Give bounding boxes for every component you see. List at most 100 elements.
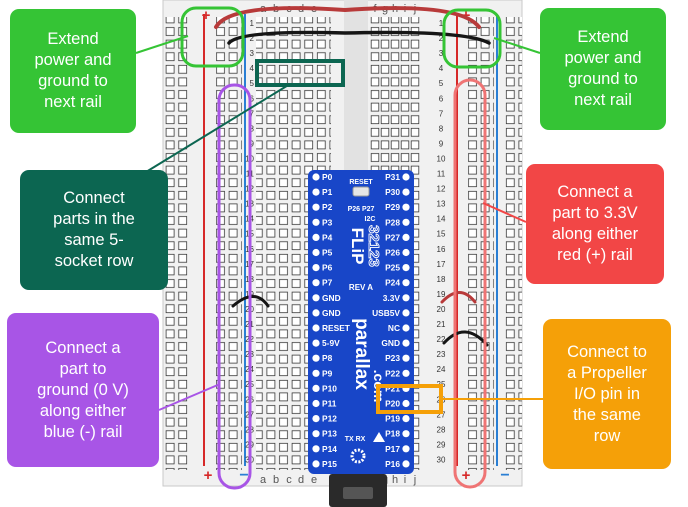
row-number-right: 17 (437, 260, 446, 269)
chip-pin-label: P8 (322, 353, 333, 363)
chip-pin-dot (402, 309, 410, 317)
chip-pin-label: P30 (385, 187, 400, 197)
chip-pin-label: 5-9V (322, 338, 340, 348)
black-jumper-wire-right (442, 330, 489, 347)
parallax-brand: parallax (351, 318, 372, 390)
plus-sign-bottom-right: + (462, 467, 471, 484)
extend-power-callout-left: Extend power and ground to next rail (10, 9, 136, 133)
chip-pin-dot (402, 248, 410, 257)
chip-pin-dot (402, 294, 410, 302)
chip-pin-dot (312, 218, 320, 226)
chip-pin-label: NC (388, 323, 400, 333)
row-number-left: 2 (250, 34, 255, 43)
chip-pin-dot (312, 173, 320, 181)
chip-pin-dot (312, 279, 320, 287)
row-number-right: 10 (437, 154, 446, 163)
row-number-left: 7 (250, 109, 255, 118)
column-letter-e: e (311, 474, 317, 486)
row-number-right: 6 (439, 94, 444, 103)
chip-pin-label: P29 (385, 202, 400, 212)
chip-pin-label: GND (322, 308, 341, 318)
chip-pin-dot (402, 399, 410, 408)
chip-pin-label: RESET (322, 323, 351, 333)
chip-pin-label: P15 (322, 459, 337, 469)
column-letter-i: i (404, 474, 406, 486)
row-number-right: 22 (437, 335, 446, 344)
plus-sign-top-right: + (462, 7, 471, 24)
pointer-red-rail (482, 202, 527, 223)
row-number-right: 2 (439, 34, 444, 43)
extend-power-text-right: Extend power and ground to next rail (564, 28, 642, 109)
chip-pin-dot (312, 430, 320, 438)
chip-p26-p27-label: P26 P27 (348, 206, 375, 213)
chip-pin-dot (402, 233, 410, 241)
row-number-right: 8 (439, 124, 444, 133)
chip-pin-dot (312, 339, 320, 347)
black-jumper-wire-left (231, 295, 270, 308)
column-letter-b: b (273, 474, 279, 486)
chip-pin-dot (312, 460, 320, 468)
blue-rail-callout: Connect a part to ground (0 V) along eit… (7, 313, 159, 467)
column-letter-h: h (392, 474, 398, 486)
extend-power-text-left: Extend power and ground to next rail (34, 30, 112, 111)
chip-pin-dot (312, 233, 320, 241)
pointer-row (145, 83, 291, 173)
minus-sign-bottom-left: − (239, 467, 248, 484)
row-number-right: 29 (437, 440, 446, 449)
chip-pin-dot (402, 415, 410, 423)
chip-pin-label: GND (381, 338, 400, 348)
chip-pin-dot (402, 203, 410, 211)
chip-pin-dot (402, 460, 410, 468)
chip-pin-dot (402, 430, 410, 438)
chip-pin-label: 3.3V (383, 293, 401, 303)
right-rail-holes (468, 17, 494, 470)
row-number-right: 4 (439, 64, 444, 73)
row-number-right: 23 (437, 350, 446, 359)
plus-sign-bottom-left: + (204, 467, 213, 484)
row-number-right: 12 (437, 185, 446, 194)
warning-icon (373, 432, 385, 442)
reset-button (352, 186, 370, 197)
chip-pin-label: P21 (385, 383, 400, 393)
flip-module (308, 170, 414, 474)
blue-rail-text: Connect a part to ground (0 V) along eit… (37, 338, 129, 441)
chip-pin-dot (312, 324, 320, 332)
flip-logo: FLiP (348, 228, 367, 265)
chip-model-number: 32123 (365, 225, 382, 267)
chip-tx-rx-label: TX RX (345, 436, 366, 443)
row-number-right: 16 (437, 245, 446, 254)
chip-pin-label: P22 (385, 368, 400, 378)
row-highlight (255, 59, 345, 87)
red-rail-highlight (453, 78, 487, 489)
chip-pin-dot (402, 188, 410, 196)
column-letter-a: a (260, 474, 267, 486)
chip-pin-label: P19 (385, 414, 400, 424)
chip-pin-dot (312, 203, 320, 211)
chip-pin-label: P12 (322, 414, 337, 424)
red-rail-callout: Connect a part to 3.3V along either red … (526, 164, 664, 284)
column-letter-d: d (298, 474, 304, 486)
io-pin-callout: Connect to a Propeller I/O pin in the sa… (543, 319, 671, 469)
chip-pin-dot (402, 369, 410, 377)
chip-pin-dot (312, 294, 320, 302)
black-ground-jumper-wire (227, 30, 491, 45)
chip-pin-dot (402, 354, 410, 362)
chip-pins: P0P1P2P3P4P5P6P7GNDGNDRESET5-9VP8P9P10P1… (312, 172, 410, 469)
chip-pin-dot (402, 445, 410, 453)
chip-pin-label: P26 (385, 248, 400, 258)
chip-pin-dot (402, 279, 410, 287)
row-number-right: 3 (439, 49, 444, 58)
row-number-right: 9 (439, 139, 444, 148)
chip-pin-dot (312, 415, 320, 423)
pointer-blue-rail (158, 383, 221, 411)
chip-pin-label: GND (322, 293, 341, 303)
chip-reset-label: RESET (349, 179, 373, 186)
pointer-extend-right (493, 37, 541, 54)
chip-pin-dot (402, 339, 410, 347)
chip-pin-label: P20 (385, 399, 400, 409)
row-number-right: 21 (437, 320, 446, 329)
chip-pin-label: P9 (322, 368, 333, 378)
row-number-left: 1 (250, 19, 255, 28)
chip-pin-label: P24 (385, 278, 400, 288)
